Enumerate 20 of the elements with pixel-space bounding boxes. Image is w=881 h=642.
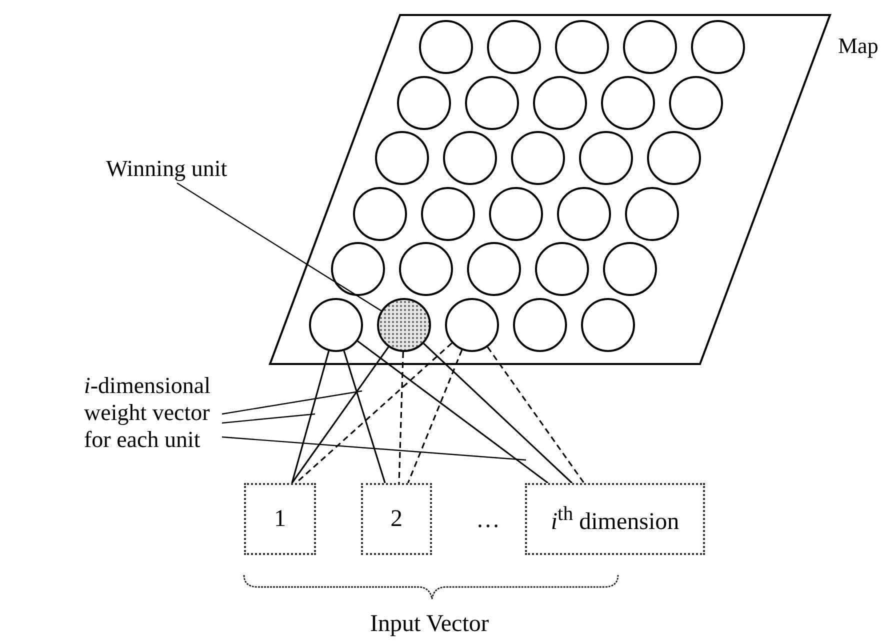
input-dimension-box: i$^{th}$ dimension <box>525 483 705 555</box>
weight-connection-line <box>486 346 585 484</box>
input-dimension-box: 1 <box>244 483 316 555</box>
leader-line <box>222 390 362 415</box>
weight-connection-line <box>423 342 573 484</box>
weight-connection-line <box>398 352 404 484</box>
ellipsis-label: … <box>476 508 500 532</box>
weight-connection-line <box>291 350 330 484</box>
weight-vector-label: i-dimensional weight vector for each unit <box>84 372 222 453</box>
leader-line <box>222 436 526 461</box>
weight-connection-line <box>343 350 386 484</box>
map-label: Map <box>838 35 878 57</box>
leader-line <box>222 413 316 424</box>
input-vector-label: Input Vector <box>370 612 489 636</box>
weight-connection-line <box>407 350 463 484</box>
weight-connection-line <box>291 346 390 484</box>
winning-unit-label: Winning unit <box>106 155 256 182</box>
input-dimension-box: 2 <box>361 483 432 555</box>
leader-line <box>176 182 382 312</box>
weight-connection-line <box>357 340 548 484</box>
